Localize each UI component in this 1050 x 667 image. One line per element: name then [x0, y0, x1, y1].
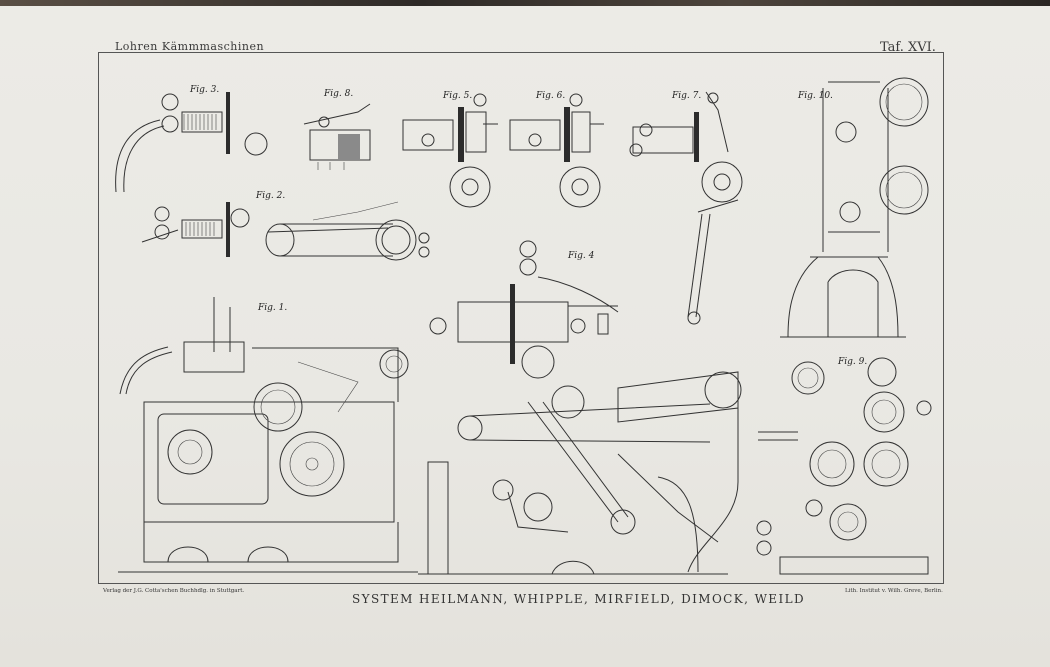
fig4-drawing: Fig. 4: [429, 240, 619, 379]
fig8-label: Fig. 8.: [323, 89, 353, 99]
fig5-label: Fig. 5.: [442, 91, 472, 101]
plate-border: [98, 52, 944, 584]
fig7-drawing: Fig. 7.: [629, 91, 743, 325]
fig6-drawing: Fig. 6.: [509, 91, 604, 208]
fig3-drawing: Fig. 3.: [115, 85, 268, 193]
plate-title: SYSTEM HEILMANN, WHIPPLE, MIRFIELD, DIMO…: [352, 592, 805, 606]
fig10-drawing: Fig. 10.: [780, 77, 929, 338]
belt-drawing: [265, 201, 430, 261]
fig8-drawing: Fig. 8.: [303, 89, 371, 170]
background-edge: [0, 0, 1050, 8]
fig1-drawing: Fig. 1.: [118, 297, 418, 573]
fig2-drawing: Fig. 2.: [141, 191, 285, 257]
fig6-label: Fig. 6.: [535, 91, 565, 101]
fig10-label: Fig. 10.: [797, 91, 833, 101]
printer-credit: Lith. Institut v. Wilh. Greve, Berlin.: [845, 588, 943, 594]
center-machine-drawing: [418, 371, 742, 575]
fig3-label: Fig. 3.: [189, 85, 219, 95]
fig1-label: Fig. 1.: [257, 303, 287, 313]
fig2-label: Fig. 2.: [255, 191, 285, 201]
publisher-credit: Verlag der J.G. Cotta'schen Buchhdlg. in…: [103, 588, 245, 594]
fig5-drawing: Fig. 5.: [402, 91, 498, 208]
technical-drawings: Fig. 3. Fig. 2. Fig. 8.: [115, 77, 932, 575]
fig4-label: Fig. 4: [567, 251, 595, 261]
fig9-label: Fig. 9.: [837, 357, 867, 367]
header-title: Lohren Kämmmaschinen: [115, 40, 265, 53]
fig7-label: Fig. 7.: [671, 91, 701, 101]
plate-number: Taf. XVI.: [880, 40, 936, 55]
fig9-drawing: Fig. 9.: [756, 357, 932, 575]
